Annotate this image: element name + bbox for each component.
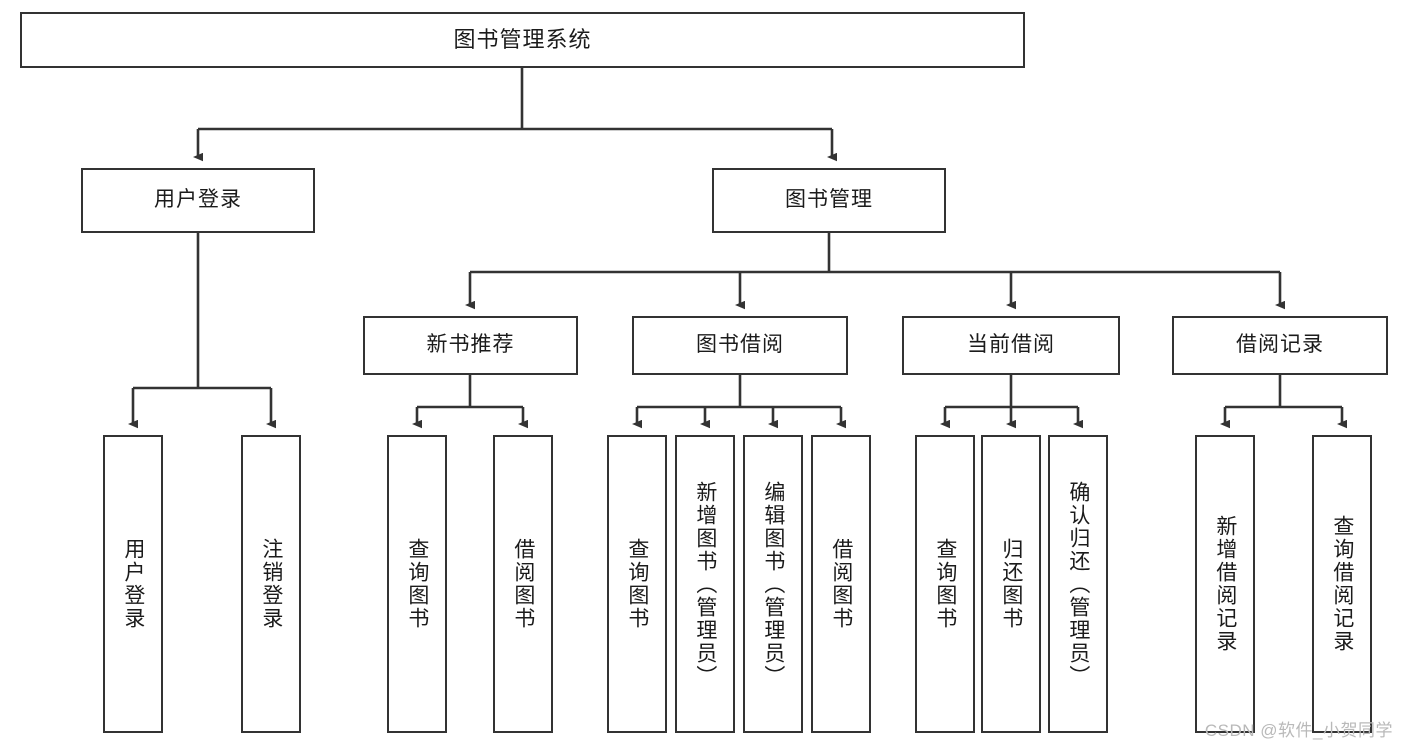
node-label: 图书借阅	[696, 333, 784, 357]
leaf-borrow-query-book[interactable]: 查询图书	[607, 435, 667, 733]
node-label: 图书管理系统	[453, 27, 592, 53]
node-user-login[interactable]: 用户登录	[81, 168, 315, 233]
node-label: 查询图书	[933, 538, 957, 630]
node-label: 查询借阅记录	[1330, 515, 1354, 653]
node-label: 用户登录	[121, 538, 145, 630]
node-label: 编辑图书（管理员）	[761, 480, 785, 688]
node-root-system[interactable]: 图书管理系统	[20, 12, 1025, 68]
node-new-book-recommend[interactable]: 新书推荐	[363, 316, 578, 375]
leaf-current-return-book[interactable]: 归还图书	[981, 435, 1041, 733]
node-label: 借阅图书	[829, 538, 853, 630]
node-label: 借阅记录	[1236, 333, 1324, 357]
leaf-records-add-record[interactable]: 新增借阅记录	[1195, 435, 1255, 733]
leaf-current-confirm-return[interactable]: 确认归还（管理员）	[1048, 435, 1108, 733]
leaf-borrow-edit-book[interactable]: 编辑图书（管理员）	[743, 435, 803, 733]
node-label: 借阅图书	[511, 538, 535, 630]
leaf-new-book-query[interactable]: 查询图书	[387, 435, 447, 733]
node-label: 确认归还（管理员）	[1066, 480, 1090, 688]
csdn-watermark: CSDN @软件_小贺同学	[1204, 721, 1393, 740]
node-label: 注销登录	[259, 538, 283, 630]
node-label: 用户登录	[154, 188, 242, 212]
leaf-borrow-add-book[interactable]: 新增图书（管理员）	[675, 435, 735, 733]
node-label: 新增借阅记录	[1213, 515, 1237, 653]
leaf-user-login-logout[interactable]: 注销登录	[241, 435, 301, 733]
node-current-borrow[interactable]: 当前借阅	[902, 316, 1120, 375]
leaf-current-query-book[interactable]: 查询图书	[915, 435, 975, 733]
node-label: 新增图书（管理员）	[693, 480, 717, 688]
leaf-records-query-record[interactable]: 查询借阅记录	[1312, 435, 1372, 733]
node-label: 归还图书	[999, 538, 1023, 630]
node-label: 查询图书	[405, 538, 429, 630]
node-borrow-records[interactable]: 借阅记录	[1172, 316, 1388, 375]
node-label: 图书管理	[785, 188, 873, 212]
leaf-borrow-borrow-book[interactable]: 借阅图书	[811, 435, 871, 733]
node-label: 新书推荐	[426, 333, 515, 357]
node-book-management[interactable]: 图书管理	[712, 168, 946, 233]
leaf-user-login-login[interactable]: 用户登录	[103, 435, 163, 733]
node-book-borrow[interactable]: 图书借阅	[632, 316, 848, 375]
node-label: 当前借阅	[967, 333, 1055, 357]
leaf-new-book-borrow[interactable]: 借阅图书	[493, 435, 553, 733]
node-label: 查询图书	[625, 538, 649, 630]
